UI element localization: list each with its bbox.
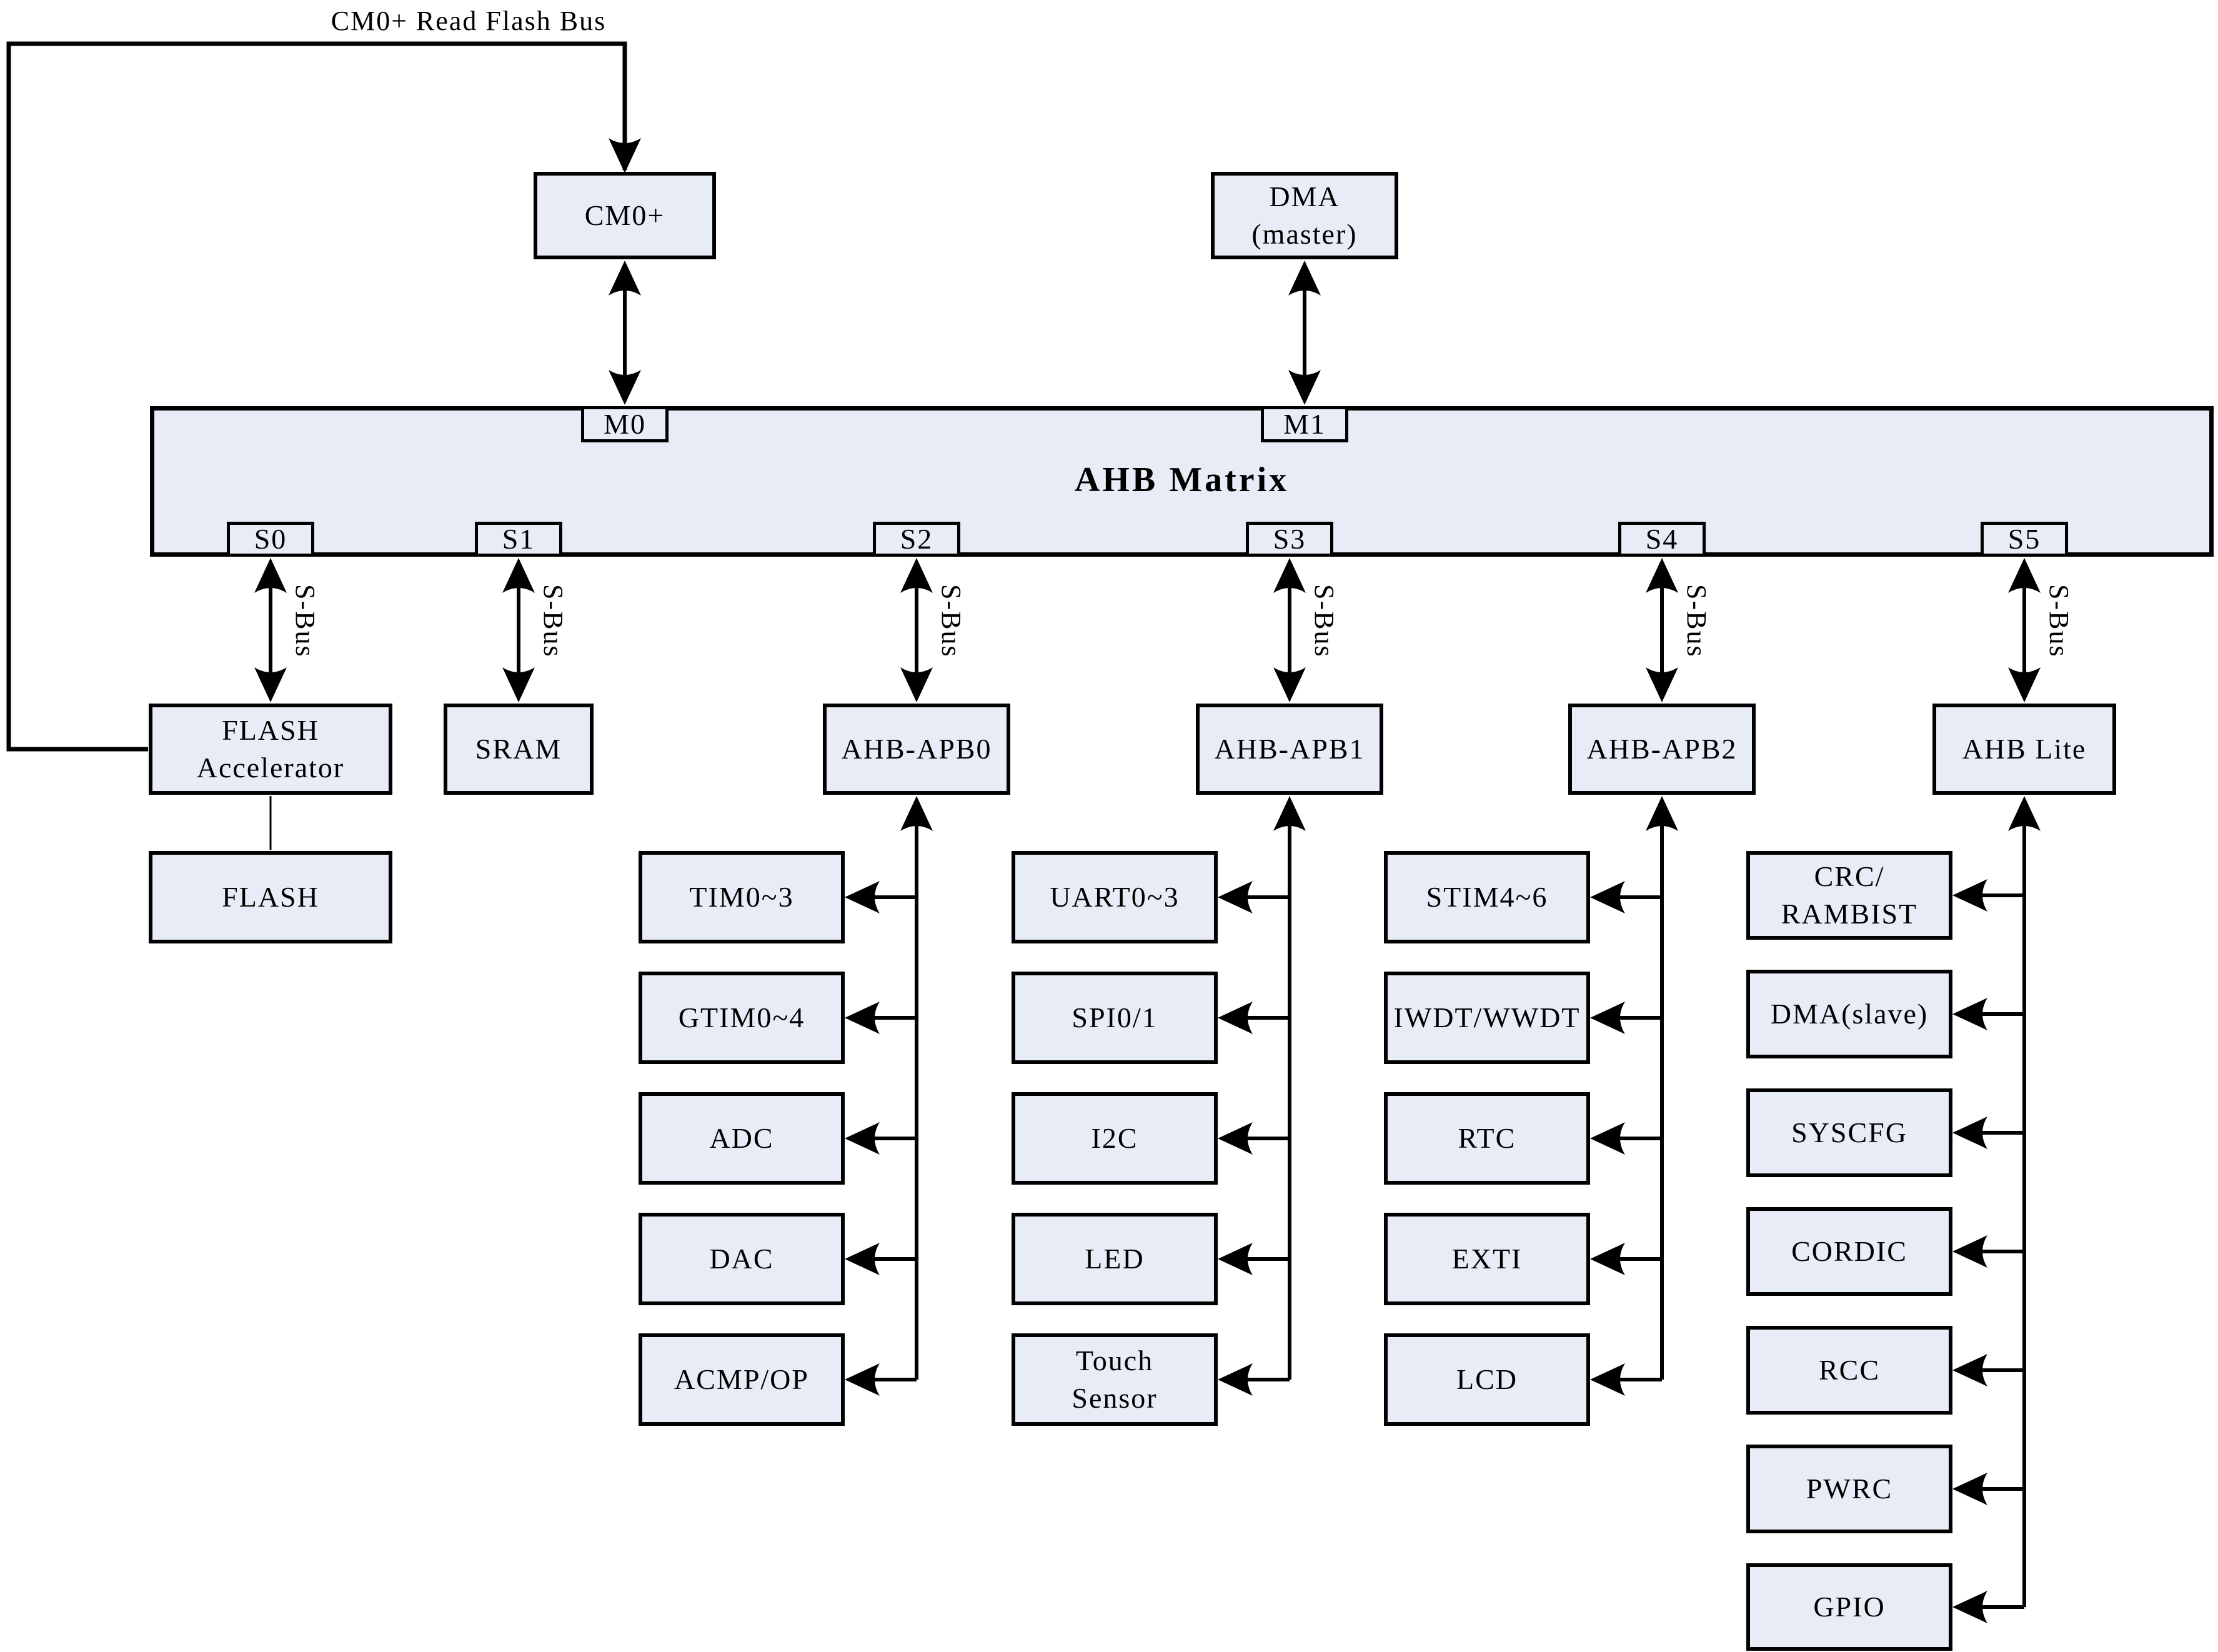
ahb-lite-branch-arrowhead-5 <box>1952 1473 1987 1505</box>
ahb-apb1-box: AHB-APB1 <box>1196 704 1383 795</box>
ahb-apb0-branch-arrowhead-4 <box>845 1363 880 1396</box>
port-tab-s2: S2 <box>873 522 960 557</box>
peripheral-box-uart0-3: UART0~3 <box>1012 851 1218 943</box>
peripheral-box-adc: ADC <box>639 1092 845 1185</box>
peripheral-box-led: LED <box>1012 1213 1218 1305</box>
peripheral-box-lcd: LCD <box>1384 1333 1590 1426</box>
s-bus-s2-arrowhead-up <box>900 558 933 593</box>
ahb-lite-trunk-arrowhead <box>2008 796 2041 831</box>
s-bus-s4-arrowhead-down <box>1646 667 1678 702</box>
ahb-apb1-branch-arrowhead-4 <box>1218 1363 1253 1396</box>
dma-m1-arrowhead-down <box>1288 370 1321 405</box>
ahb-apb0-branch-arrowhead-3 <box>845 1243 880 1275</box>
s-bus-s0-arrowhead-down <box>254 667 287 702</box>
ahb-lite-branch-arrowhead-6 <box>1952 1591 1987 1623</box>
peripheral-box-dac: DAC <box>639 1213 845 1305</box>
ahb-matrix-title: AHB Matrix <box>1074 460 1290 499</box>
top-bus-label: CM0+ Read Flash Bus <box>331 6 607 36</box>
ahb-apb2-branch-arrowhead-1 <box>1590 1002 1625 1034</box>
peripheral-box-gtim0-4: GTIM0~4 <box>639 972 845 1064</box>
ahb-apb0-branch-arrowhead-0 <box>845 881 880 913</box>
peripheral-box-spi0-1: SPI0/1 <box>1012 972 1218 1064</box>
peripheral-box-stim4-6: STIM4~6 <box>1384 851 1590 943</box>
peripheral-box-gpio: GPIO <box>1746 1563 1952 1651</box>
ahb-lite-box: AHB Lite <box>1932 704 2116 795</box>
port-tab-s1: S1 <box>475 522 562 557</box>
s-bus-label-s0: S-Bus <box>290 584 321 658</box>
ahb-apb0-box: AHB-APB0 <box>823 704 1010 795</box>
peripheral-box-i2c: I2C <box>1012 1092 1218 1185</box>
s-bus-s0-arrowhead-up <box>254 558 287 593</box>
ahb-apb2-box: AHB-APB2 <box>1568 704 1756 795</box>
ahb-apb1-trunk-arrowhead <box>1273 796 1306 831</box>
peripheral-box-rcc: RCC <box>1746 1326 1952 1415</box>
s-bus-label-s4: S-Bus <box>1681 584 1712 658</box>
ahb-apb0-branch-arrowhead-1 <box>845 1002 880 1034</box>
ahb-apb2-branch-arrowhead-0 <box>1590 881 1625 913</box>
s-bus-s4-arrowhead-up <box>1646 558 1678 593</box>
cm0-box: CM0+ <box>534 172 716 259</box>
ahb-lite-branch-arrowhead-0 <box>1952 879 1987 912</box>
peripheral-box-pwrc: PWRC <box>1746 1445 1952 1533</box>
peripheral-box-touch-sensor: Touch Sensor <box>1012 1333 1218 1426</box>
s-bus-label-s1: S-Bus <box>538 584 569 658</box>
dma-m1-arrowhead-up <box>1288 261 1321 296</box>
cm0-read-flash-bus-arrowhead <box>609 138 641 173</box>
ahb-apb1-branch-arrowhead-3 <box>1218 1243 1253 1275</box>
s-bus-s1-arrowhead-down <box>502 667 535 702</box>
ahb-apb2-branch-arrowhead-3 <box>1590 1243 1625 1275</box>
flash-accelerator-box: FLASH Accelerator <box>149 704 392 795</box>
ahb-apb1-branch-arrowhead-1 <box>1218 1002 1253 1034</box>
peripheral-box-dma-slave: DMA(slave) <box>1746 970 1952 1058</box>
port-tab-s4: S4 <box>1618 522 1706 557</box>
peripheral-box-acmp-op: ACMP/OP <box>639 1333 845 1426</box>
s-bus-s5-arrowhead-down <box>2008 667 2041 702</box>
ahb-apb0-trunk-arrowhead <box>900 796 933 831</box>
s-bus-label-s3: S-Bus <box>1309 584 1340 658</box>
s-bus-label-s2: S-Bus <box>936 584 967 658</box>
peripheral-box-tim0-3: TIM0~3 <box>639 851 845 943</box>
ahb-lite-branch-arrowhead-2 <box>1952 1117 1987 1149</box>
ahb-apb1-branch-arrowhead-2 <box>1218 1122 1253 1155</box>
ahb-lite-branch-arrowhead-1 <box>1952 998 1987 1030</box>
peripheral-box-crc-rambist: CRC/ RAMBIST <box>1746 851 1952 940</box>
port-tab-s3: S3 <box>1246 522 1333 557</box>
ahb-apb2-branch-arrowhead-2 <box>1590 1122 1625 1155</box>
ahb-apb1-branch-arrowhead-0 <box>1218 881 1253 913</box>
peripheral-box-iwdt-wwdt: IWDT/WWDT <box>1384 972 1590 1064</box>
ahb-apb2-trunk-arrowhead <box>1646 796 1678 831</box>
flash-box: FLASH <box>149 851 392 943</box>
s-bus-s2-arrowhead-down <box>900 667 933 702</box>
peripheral-box-rtc: RTC <box>1384 1092 1590 1185</box>
cm0-m0-arrowhead-up <box>609 261 641 296</box>
peripheral-box-syscfg: SYSCFG <box>1746 1088 1952 1177</box>
port-tab-s5: S5 <box>1981 522 2068 557</box>
ahb-apb0-branch-arrowhead-2 <box>845 1122 880 1155</box>
peripheral-box-exti: EXTI <box>1384 1213 1590 1305</box>
s-bus-s1-arrowhead-up <box>502 558 535 593</box>
port-tab-m1: M1 <box>1261 406 1348 442</box>
port-tab-s0: S0 <box>227 522 314 557</box>
s-bus-s3-arrowhead-down <box>1273 667 1306 702</box>
cm0-m0-arrowhead-down <box>609 370 641 405</box>
dma-box: DMA (master) <box>1211 172 1398 259</box>
sram-box: SRAM <box>444 704 594 795</box>
ahb-apb2-branch-arrowhead-4 <box>1590 1363 1625 1396</box>
ahb-lite-branch-arrowhead-3 <box>1952 1235 1987 1268</box>
s-bus-s3-arrowhead-up <box>1273 558 1306 593</box>
s-bus-label-s5: S-Bus <box>2044 584 2074 658</box>
s-bus-s5-arrowhead-up <box>2008 558 2041 593</box>
ahb-lite-branch-arrowhead-4 <box>1952 1354 1987 1386</box>
peripheral-box-cordic: CORDIC <box>1746 1207 1952 1296</box>
port-tab-m0: M0 <box>581 406 669 442</box>
